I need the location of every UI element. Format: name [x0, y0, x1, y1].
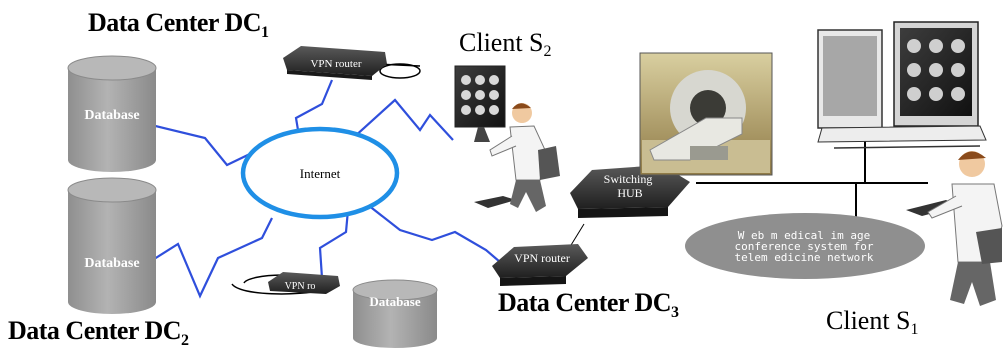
dc1-title: Data Center DC1	[88, 8, 269, 42]
conference-line-1: W eb m edical im age	[738, 229, 870, 242]
client-s2-label: Client S2	[459, 28, 552, 61]
dc1-title-sub: 1	[261, 24, 269, 41]
database-3: Database	[352, 279, 438, 348]
vpn-router-dc3-label: VPN router	[514, 251, 570, 265]
ct-scanner-image	[639, 52, 773, 176]
vpn-router-dc3: VPN router	[492, 223, 588, 286]
internet-cloud: Internet	[240, 126, 400, 220]
database-2-label: Database	[84, 256, 139, 271]
database-3-label: Database	[369, 294, 421, 309]
link-internet-client2	[352, 98, 454, 141]
conference-line-3: telem edicine network	[734, 251, 873, 264]
vpn-router-dc1-label: VPN router	[310, 58, 361, 70]
conference-system-ellipse: W eb m edical im age conference system f…	[685, 213, 925, 279]
database-1: Database	[67, 55, 157, 172]
database-1-label: Database	[84, 108, 139, 123]
dc2-title-text: Data Center DC	[8, 316, 182, 345]
link-internet-router3	[367, 204, 501, 263]
database-2: Database	[67, 177, 157, 314]
dc1-title-text: Data Center DC	[88, 8, 262, 37]
internet-label: Internet	[300, 166, 341, 181]
client-s1-text: Client S	[826, 306, 911, 335]
vpn-router-dc1: VPN router	[283, 46, 421, 80]
dc2-title: Data Center DC2	[8, 316, 189, 350]
client-s1-sub: 1	[910, 321, 919, 338]
vpn-router-dc2: VPN ro	[231, 272, 340, 295]
client-s1-label: Client S1	[826, 306, 919, 339]
vpn-router-dc2-label: VPN ro	[285, 281, 316, 292]
switching-hub: Switching HUB	[570, 165, 690, 218]
dc3-title-text: Data Center DC	[498, 288, 672, 317]
link-db2-internet	[142, 217, 273, 299]
dc2-title-sub: 2	[181, 332, 189, 349]
conference-line-2: conference system for	[734, 240, 873, 253]
client-s2-text: Client S	[459, 28, 544, 57]
client-s2-workstation	[454, 65, 560, 212]
switching-hub-label-line2: HUB	[617, 186, 642, 200]
client-s1-workstation	[817, 21, 1003, 306]
link-router2-internet	[318, 209, 350, 279]
dc3-title: Data Center DC3	[498, 288, 679, 322]
dc3-title-sub: 3	[671, 304, 679, 321]
client-s2-sub: 2	[543, 43, 552, 60]
